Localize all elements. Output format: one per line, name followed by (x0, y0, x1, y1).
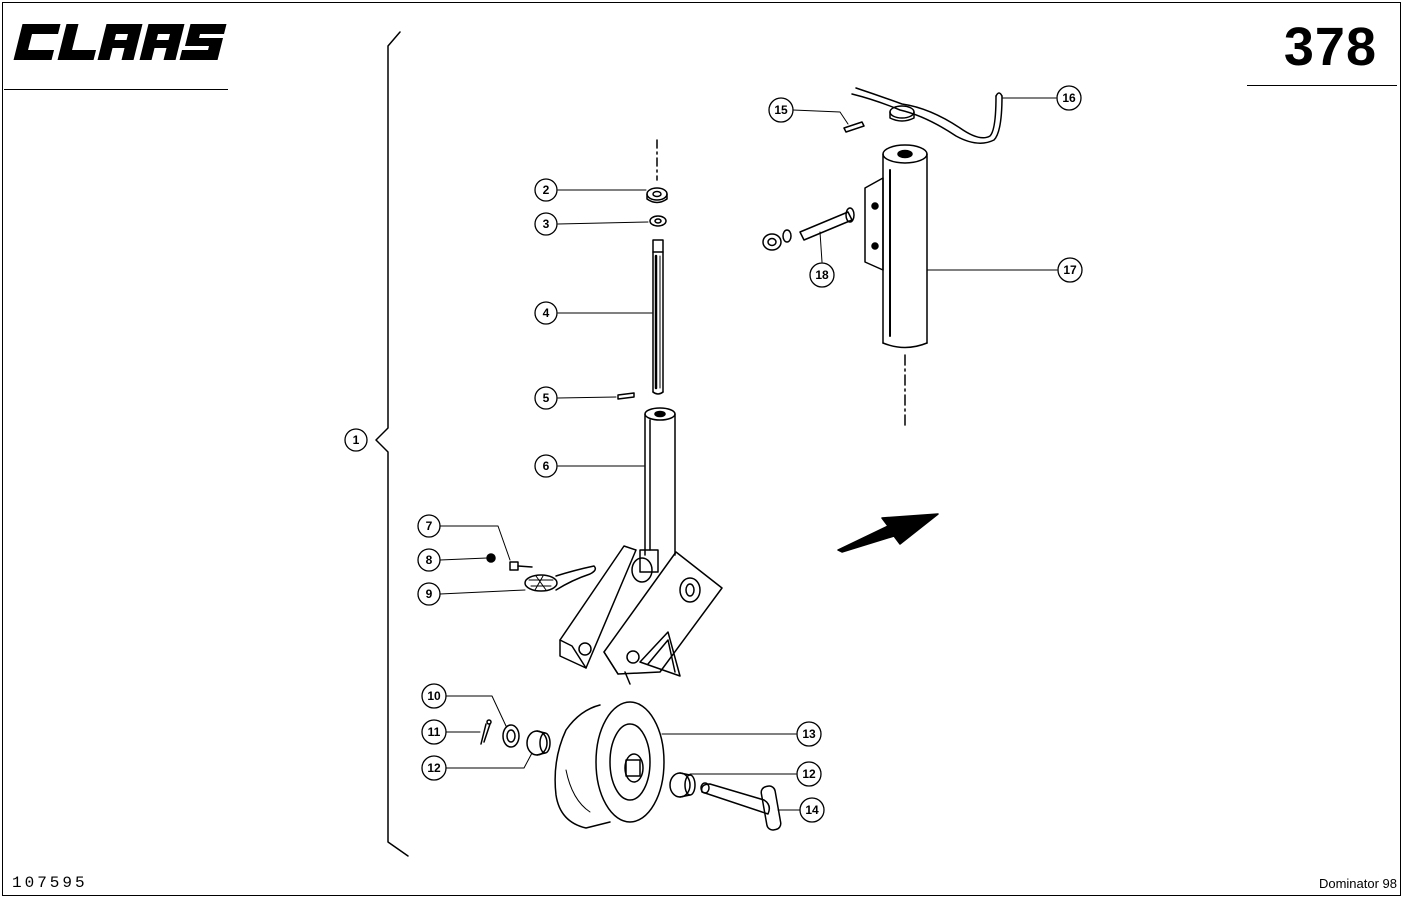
svg-text:12: 12 (427, 761, 441, 775)
svg-text:2: 2 (543, 183, 550, 197)
direction-arrow (837, 513, 939, 553)
part-mounting-tube (864, 144, 928, 349)
svg-text:1: 1 (353, 433, 360, 447)
callout-16: 16 (1056, 85, 1082, 111)
callout-12-right: 12 (796, 761, 822, 787)
callout-1: 1 (344, 428, 368, 452)
claas-logo-graphic (13, 24, 227, 60)
part-axle-pin (700, 782, 782, 831)
svg-text:8: 8 (426, 553, 433, 567)
callout-7: 7 (417, 514, 441, 538)
callouts: 1 2 3 4 5 6 7 8 9 10 11 12 13 12 14 15 1… (344, 85, 1083, 823)
callout-3: 3 (534, 212, 558, 236)
svg-text:17: 17 (1063, 263, 1077, 277)
part-bolt-set (762, 207, 855, 251)
part-support-leg (559, 407, 723, 685)
callout-10: 10 (421, 683, 447, 709)
svg-text:3: 3 (543, 217, 550, 231)
callout-11: 11 (421, 719, 447, 745)
leader-lines (439, 97, 1058, 811)
part-washer (649, 215, 667, 227)
svg-text:15: 15 (774, 103, 788, 117)
svg-text:5: 5 (543, 391, 550, 405)
part-washer-large (502, 724, 520, 748)
part-small-nut (486, 553, 496, 563)
part-lock-lever (524, 565, 597, 592)
claas-logo (10, 18, 232, 71)
svg-text:11: 11 (428, 725, 441, 739)
svg-text:7: 7 (426, 519, 433, 533)
svg-text:4: 4 (543, 306, 550, 320)
part-cotter-pin (480, 719, 492, 745)
part-bushing-left (526, 730, 551, 756)
callout-6: 6 (534, 454, 558, 478)
part-crank-handle (851, 87, 1003, 144)
callout-9: 9 (417, 582, 441, 606)
svg-text:13: 13 (802, 727, 816, 741)
page-number: 378 (1283, 17, 1377, 77)
part-threaded-spindle (652, 239, 664, 395)
callout-5: 5 (534, 386, 558, 410)
model-label: Dominator 98 (1318, 876, 1397, 891)
part-wheel (554, 701, 665, 829)
svg-text:10: 10 (427, 689, 441, 703)
svg-text:18: 18 (815, 268, 829, 282)
callout-17: 17 (1057, 257, 1083, 283)
assembly-bracket (375, 31, 409, 857)
callout-12-left: 12 (421, 755, 447, 781)
part-bushing-right (669, 772, 696, 798)
svg-text:9: 9 (426, 587, 433, 601)
part-pin (617, 392, 635, 400)
callout-18: 18 (809, 262, 835, 288)
part-nut (646, 187, 668, 204)
svg-text:6: 6 (543, 459, 550, 473)
header-rule-right (1247, 85, 1397, 86)
callout-15: 15 (768, 97, 794, 123)
callout-2: 2 (534, 178, 558, 202)
svg-text:12: 12 (802, 767, 816, 781)
callout-4: 4 (534, 301, 558, 325)
callout-14: 14 (799, 797, 825, 823)
header-rule-left (4, 89, 228, 90)
svg-text:14: 14 (805, 803, 819, 817)
svg-text:16: 16 (1062, 91, 1076, 105)
document-number: 107595 (12, 874, 88, 892)
part-pin-upper (843, 121, 865, 133)
callout-8: 8 (417, 548, 441, 572)
callout-13: 13 (796, 721, 822, 747)
part-screw (509, 561, 533, 571)
